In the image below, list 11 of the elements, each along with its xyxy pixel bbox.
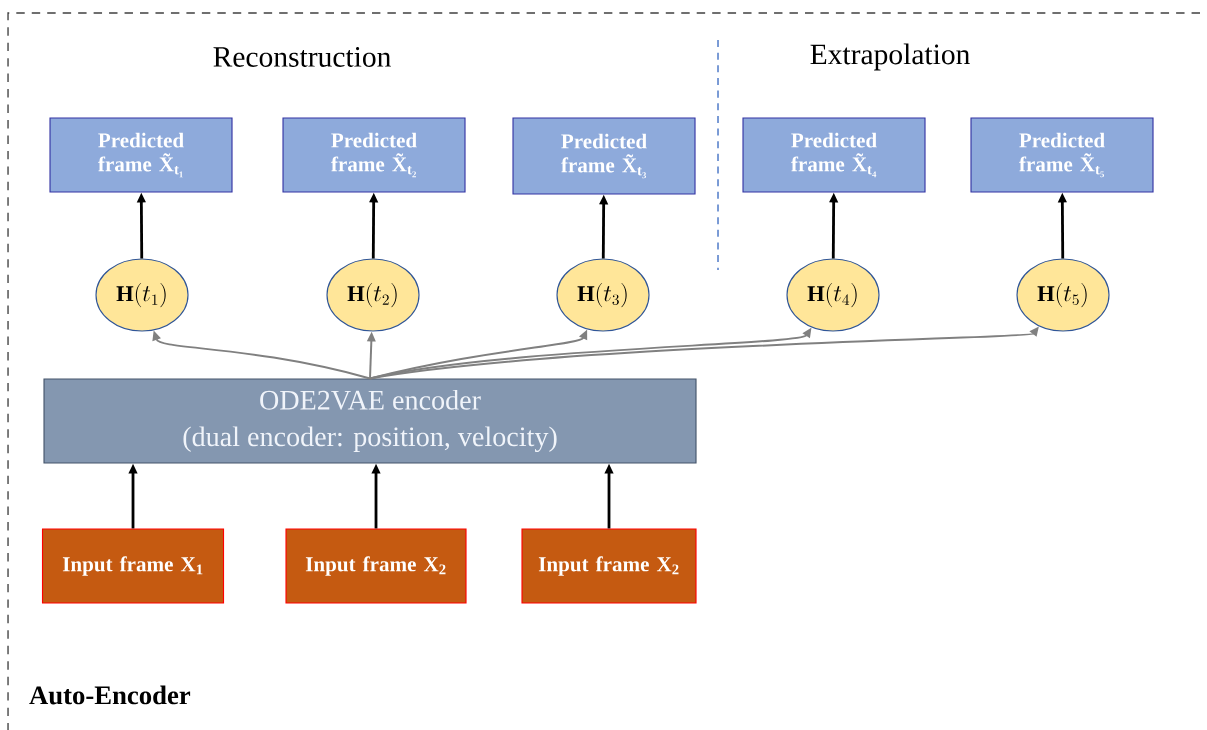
predicted-frame-box: Predicted frame X̃$_{t₄}$: [742, 117, 926, 193]
section-heading: Extrapolation: [810, 43, 970, 71]
predicted-frame-box: Predicted frame X̃$_{t₃}$: [512, 117, 696, 195]
section-heading: Reconstruction: [213, 47, 391, 67]
predicted-frame-box: Predicted frame X̃$_{t₁}$: [49, 117, 233, 193]
input-frame-box: Input frame X$_{2}$: [285, 528, 467, 604]
predicted-frame-box: Predicted frame X̃$_{t₅}$: [970, 117, 1154, 193]
input-frame-box: Input frame X$_{1}$: [41, 528, 225, 604]
input-frame-box: Input frame X$_{2}$: [521, 528, 697, 604]
encoder-box: ODE2VAE encoder (dual encoder: position, velocity): [43, 378, 697, 464]
predicted-frame-box: Predicted frame X̃$_{t₂}$: [282, 117, 466, 193]
